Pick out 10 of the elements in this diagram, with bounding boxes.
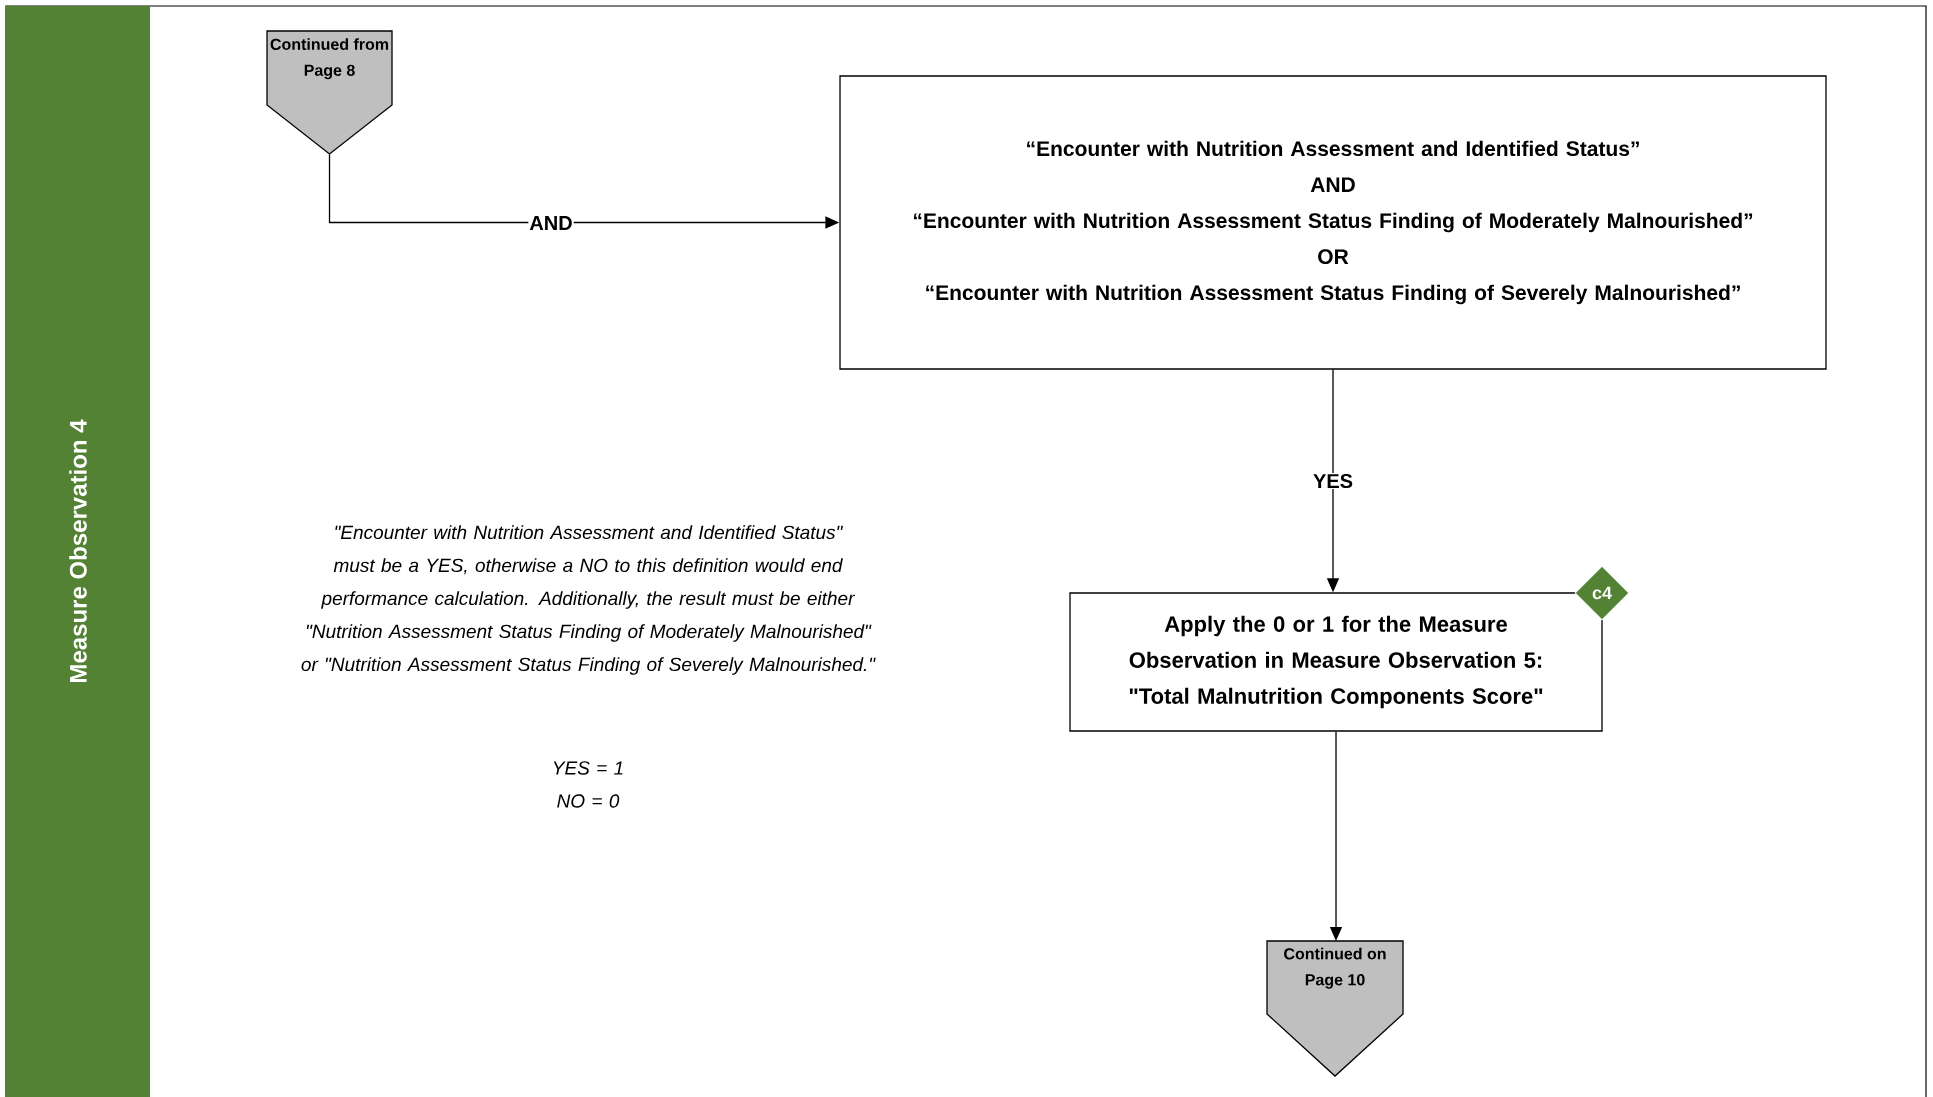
- process-box: “Encounter with Nutrition Assessment and Identified Status” AND “Encounter with Nutrition Assessment Status Finding of Moderately Malnourished” OR “Encounter with Nutrition Assessment Status Finding of Severely Malnourished”: [839, 75, 1827, 370]
- step-tag: c4: [1574, 565, 1630, 621]
- note-text: "Encounter with Nutrition Assessment and Identified Status" must be a YES, otherwise a NO to this definition would end performance calculation. Additionally, the result must be either "Nutrition Assessment Status Finding of Moderately Malnourished" or "Nutrition Assessment Status Finding of Severely Malnourished.": [301, 525, 876, 675]
- off-page-connector: Continued on Page 10: [1266, 940, 1404, 1077]
- note-text: YES = 1: [553, 761, 623, 775]
- note-text: NO = 0: [557, 794, 620, 808]
- off-page-connector: Continued from Page 8: [266, 30, 393, 155]
- section-band: Measure Observation 4: [6, 6, 150, 1097]
- edge-label: YES: [1312, 472, 1354, 490]
- edge-label: AND: [528, 215, 574, 231]
